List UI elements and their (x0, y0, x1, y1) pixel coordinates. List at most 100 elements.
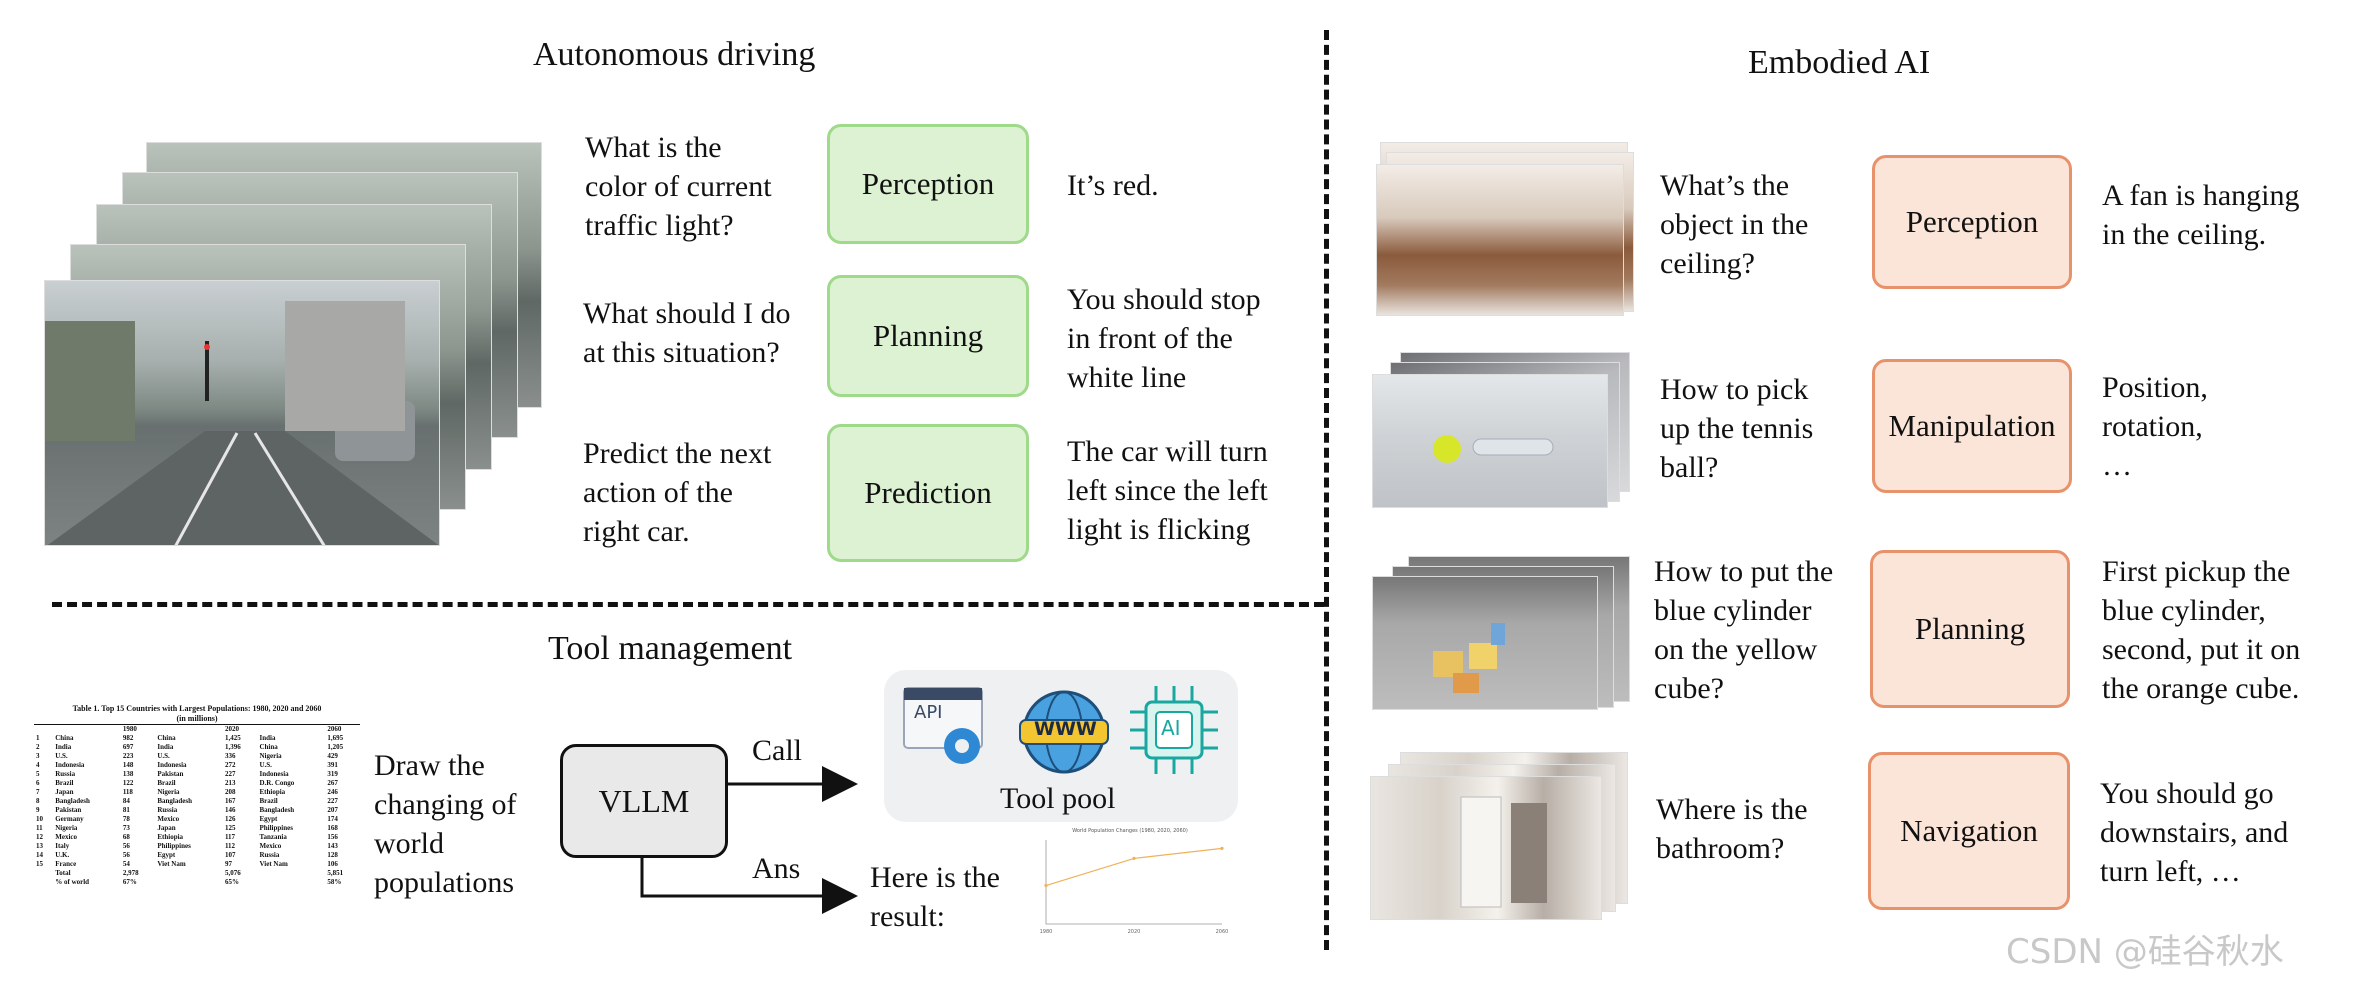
api-icon-label: API (914, 702, 943, 723)
kitchen-frame-1 (1376, 164, 1624, 316)
tools-prompt: Draw the changing of world populations (374, 749, 517, 899)
driving-task-perception: Perception (827, 124, 1029, 244)
ai-icon-label: AI (1161, 716, 1181, 740)
table-cell: India (157, 743, 174, 751)
table-cell: 4 (36, 761, 40, 769)
table-cell: 246 (327, 788, 338, 796)
table-cell: 148 (122, 761, 134, 769)
vertical-divider (1324, 30, 1329, 950)
table-cell: 174 (327, 815, 338, 823)
tools-title: Tool management (548, 630, 793, 667)
table-cell: 9 (36, 806, 40, 814)
table-cell: U.S. (259, 761, 272, 769)
table-cell: 8 (36, 797, 40, 805)
room-frame-1 (1370, 776, 1602, 920)
table-cell: 78 (122, 815, 130, 823)
mini-chart-tick-label: 2020 (1128, 929, 1141, 935)
table-cell: 11 (36, 824, 43, 832)
table-title: Table 1. Top 15 Countries with Largest P… (72, 704, 322, 713)
embodied-task-manipulation: Manipulation (1872, 359, 2072, 493)
table-cell: U.K. (55, 851, 70, 859)
population-table: Table 1. Top 15 Countries with Largest P… (34, 704, 360, 887)
table-cell: Indonesia (157, 761, 187, 769)
table-cell: Philippines (157, 842, 191, 850)
table-cell: Brazil (55, 779, 74, 787)
embodied-task-navigation: Navigation (1868, 752, 2070, 910)
table-cell: Mexico (55, 833, 77, 841)
table-cell: 126 (224, 815, 236, 823)
embodied-task-planning: Planning (1870, 550, 2070, 708)
table-cell: 84 (122, 797, 130, 805)
table-cell: 697 (122, 743, 134, 751)
driving-answer-3: The car will turn left since the left li… (1067, 435, 1268, 546)
table-cell: Egypt (157, 851, 176, 859)
www-icon-label: WWW (1034, 718, 1097, 740)
table-cell: 81 (122, 806, 130, 814)
table-cell: 122 (122, 779, 134, 787)
table-cell: China (259, 743, 278, 751)
mini-chart-point (1132, 856, 1136, 861)
table-header-row: 1980 2020 2060 (34, 724, 360, 735)
embodied-question-1: What’s the object in the ceiling? (1660, 169, 1809, 280)
table-cell: 272 (224, 761, 236, 769)
driving-task-prediction: Prediction (827, 424, 1029, 562)
table-cell: 65% (224, 878, 239, 886)
table-cell: Russia (259, 851, 280, 859)
tool-pool: API WWW AI Tool pool (884, 670, 1238, 822)
tools-result-text: Here is the result: (870, 861, 1000, 933)
driving-question-1: What is the color of current traffic lig… (585, 131, 772, 242)
table-cell: 117 (224, 833, 236, 841)
table-cell: 208 (224, 788, 236, 796)
table-cell: Russia (55, 770, 76, 778)
table-cell: Brazil (157, 779, 176, 787)
table-cell: 7 (36, 788, 40, 796)
table-cell: 167 (224, 797, 236, 805)
table-cell: Ethiopia (259, 788, 286, 796)
table-cell: Bangladesh (259, 806, 295, 814)
table-cell: 207 (327, 806, 338, 814)
table-cell: Indonesia (55, 761, 85, 769)
driving-question-3: Predict the next action of the right car… (583, 437, 772, 548)
table-cell: 138 (122, 770, 134, 778)
table-cell: 213 (224, 779, 236, 787)
driving-title: Autonomous driving (533, 36, 816, 73)
table-cell: Japan (157, 824, 176, 832)
table-cell: 1 (36, 734, 40, 742)
table-cell: Nigeria (259, 752, 282, 760)
blocks-frame-1 (1372, 576, 1598, 710)
table-cell: 58% (327, 878, 342, 886)
table-cell: Brazil (259, 797, 278, 805)
table-pct-label: % of world (55, 878, 90, 886)
table-cell: 128 (327, 851, 338, 859)
table-cell: 267 (327, 779, 338, 787)
table-cell: 319 (327, 770, 338, 778)
table-cell: China (55, 734, 74, 742)
table-cell: 106 (327, 860, 338, 868)
table-cell: Mexico (259, 842, 282, 850)
table-cell: Japan (55, 788, 74, 796)
mini-chart-axis (1045, 840, 1222, 925)
table-cell: 112 (224, 842, 236, 850)
mini-chart-point (1220, 846, 1224, 850)
table-cell: 118 (122, 788, 133, 796)
table-cell: Viet Nam (259, 860, 288, 868)
embodied-question-2: How to pick up the tennis ball? (1660, 373, 1814, 484)
table-cell: 125 (224, 824, 236, 832)
mini-chart-tick-label: 2060 (1216, 929, 1228, 935)
table-cell: Nigeria (55, 824, 78, 832)
table-cell: 15 (36, 860, 43, 868)
embodied-question-4: Where is the bathroom? (1656, 793, 1808, 865)
table-cell: 982 (122, 734, 134, 742)
embodied-task-perception: Perception (1872, 155, 2072, 289)
table-cell: 156 (327, 833, 338, 841)
table-cell: 12 (36, 833, 43, 841)
